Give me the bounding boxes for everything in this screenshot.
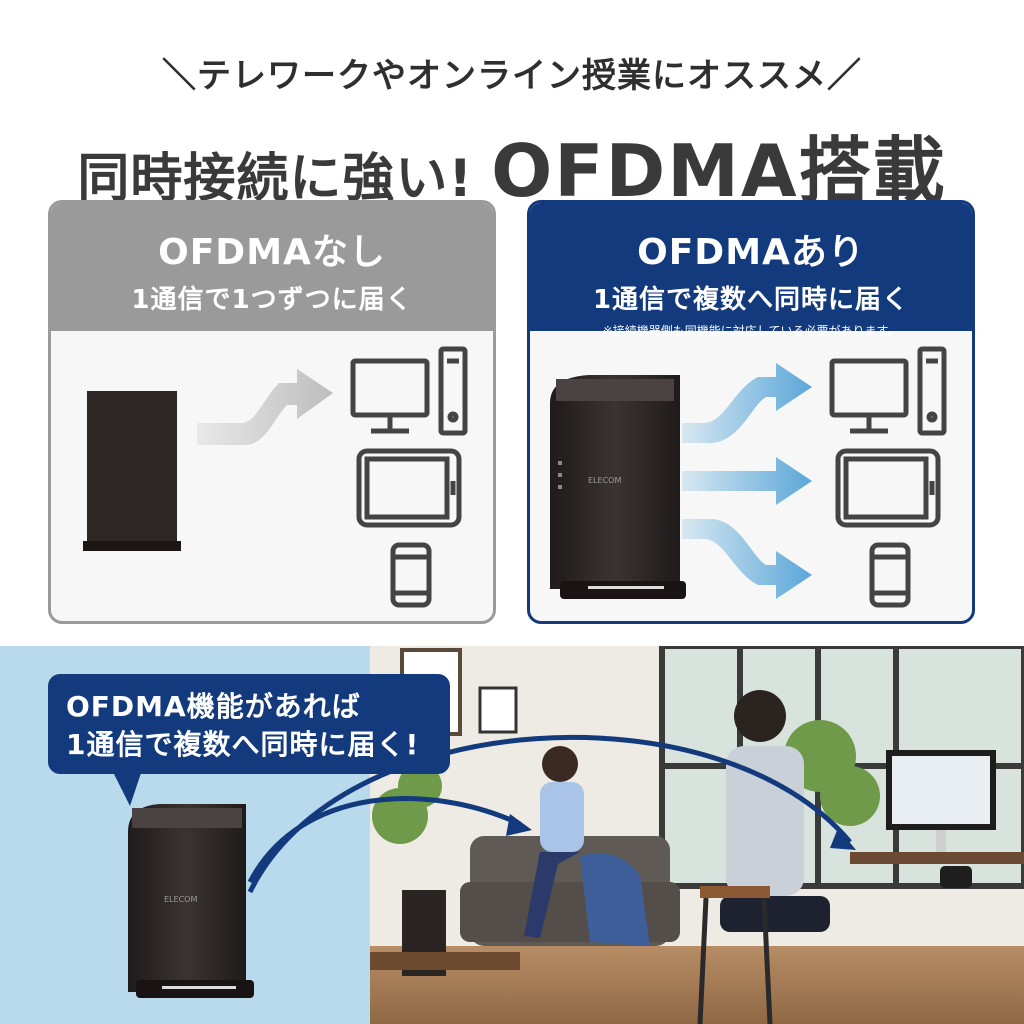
desktop-pc-icon [350, 346, 468, 436]
panel-without-title: OFDMAなし [158, 232, 386, 273]
smartphone-icon [390, 542, 432, 608]
arrow-icon [682, 519, 812, 599]
panel-with-body: ELECOM [530, 331, 972, 621]
panel-without-subtitle: 1通信で1つずつに届く [131, 285, 413, 315]
router-icon: ELECOM [128, 804, 254, 998]
panel-without-ofdma: OFDMAなし 1通信で1つずつに届く [48, 200, 496, 624]
router-brand-label: ELECOM [588, 476, 621, 485]
tablet-icon [835, 448, 941, 528]
panel-with-note: ※接続機器側も同機能に対応している必要があります。 [602, 324, 900, 338]
callout-tail [112, 770, 142, 806]
tablet-icon [356, 448, 462, 528]
panel-with-subtitle: 1通信で複数へ同時に届く [592, 285, 910, 315]
desktop-pc-icon [829, 346, 947, 436]
panel-with-ofdma: OFDMAあり 1通信で複数へ同時に届く ※接続機器側も同機能に対応している必要… [527, 200, 975, 624]
arrow-icon [682, 457, 812, 505]
panel-without-header: OFDMAなし 1通信で1つずつに届く [51, 203, 493, 331]
arrow-icon [197, 369, 333, 445]
panel-with-title: OFDMAあり [637, 232, 865, 273]
callout-line-1: OFDMA機能があれば [66, 690, 361, 723]
panel-without-body [51, 331, 493, 621]
router-icon [83, 391, 181, 551]
headline-ofdma: OFDMA搭載 [491, 129, 947, 213]
arrow-icon [682, 363, 812, 443]
tagline: ＼テレワークやオンライン授業にオススメ／ [162, 56, 862, 96]
arrow-icon [247, 734, 852, 894]
headline: 同時接続に強い! OFDMA搭載 [0, 112, 1024, 217]
callout-bubble: OFDMA機能があれば 1通信で複数へ同時に届く! [48, 674, 450, 774]
smartphone-icon [869, 542, 911, 608]
panel-with-illustration: ELECOM [550, 346, 947, 608]
callout-line-2: 1通信で複数へ同時に届く! [66, 728, 420, 761]
headline-japanese: 同時接続に強い! [77, 149, 474, 209]
router-icon: ELECOM [550, 375, 686, 599]
panel-without-illustration [83, 346, 468, 608]
router-brand-label: ELECOM [164, 895, 197, 904]
panel-with-header: OFDMAあり 1通信で複数へ同時に届く ※接続機器側も同機能に対応している必要… [530, 203, 972, 338]
